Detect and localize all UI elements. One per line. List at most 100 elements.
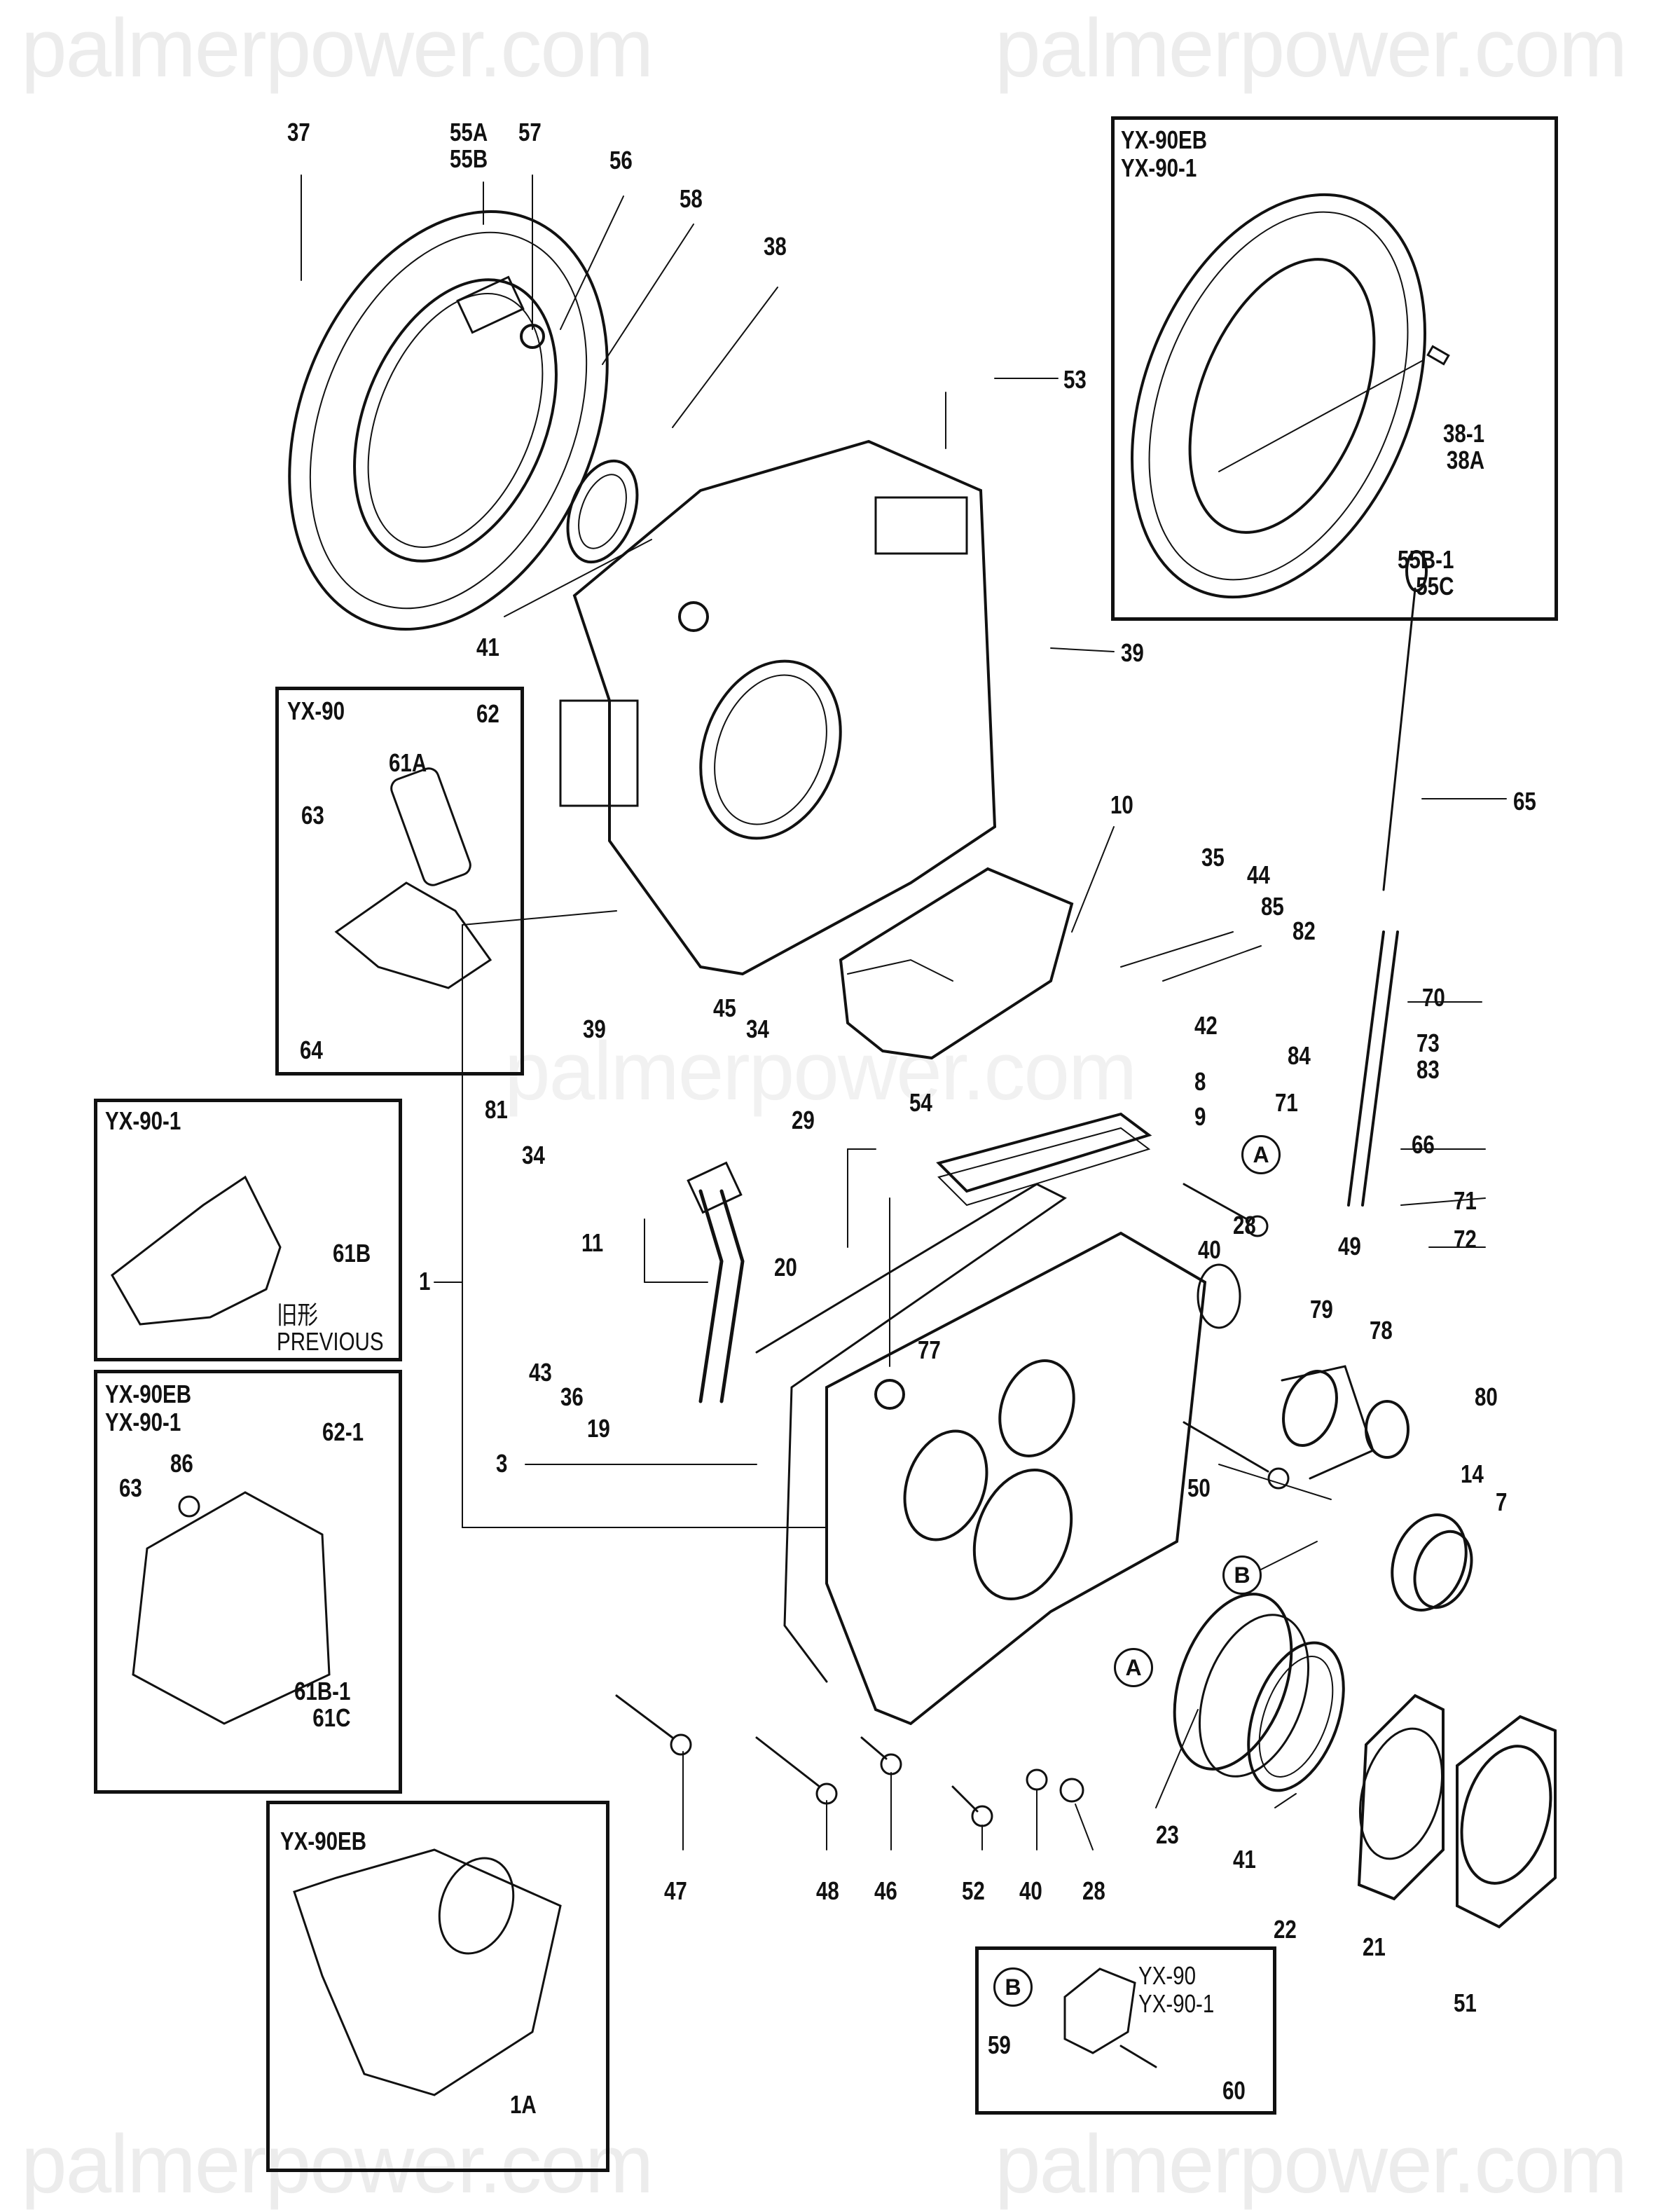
- callout-46: 46: [874, 1876, 897, 1905]
- callout-66: 66: [1412, 1130, 1435, 1159]
- callout-78: 78: [1370, 1316, 1393, 1345]
- callout-36: 36: [560, 1382, 584, 1411]
- callout-41: 41: [476, 633, 499, 661]
- callout-45: 45: [713, 994, 736, 1022]
- callout-35: 35: [1201, 843, 1225, 872]
- callout-80: 80: [1475, 1382, 1498, 1411]
- callout-63: 63: [301, 801, 324, 830]
- callout-49: 49: [1338, 1232, 1361, 1260]
- watermark: palmerpower.com: [21, 2, 654, 95]
- dipstick: [1347, 550, 1428, 1207]
- callout-58: 58: [680, 184, 703, 213]
- callout-38: 38: [764, 232, 787, 261]
- callout-28: 28: [1082, 1876, 1105, 1905]
- callout-23: 23: [1156, 1820, 1179, 1849]
- callout-47: 47: [664, 1876, 687, 1905]
- flywheel-housing-ring-alt: [1131, 193, 1450, 599]
- callout-57: 57: [518, 118, 542, 146]
- callout-1a: 1A: [510, 2090, 537, 2119]
- oil-pan: [839, 867, 1074, 1060]
- inset-model-label: YX-90-1: [105, 1106, 181, 1135]
- callout-22: 22: [1274, 1915, 1297, 1944]
- inset-box-yx901: [94, 1099, 402, 1361]
- callout-61b-1-61c: 61B-1 61C: [294, 1677, 351, 1732]
- output-coupling: [1197, 1263, 1473, 1612]
- reference-marker-a: A: [1114, 1648, 1153, 1687]
- callout-54: 54: [909, 1088, 932, 1117]
- callout-82: 82: [1293, 916, 1316, 945]
- watermark: palmerpower.com: [995, 2, 1627, 95]
- callout-64: 64: [300, 1036, 323, 1064]
- callout-19: 19: [587, 1414, 610, 1443]
- callout-1: 1: [419, 1267, 431, 1296]
- callout-62: 62: [476, 699, 499, 728]
- inset-model-label: YX-90EB YX-90-1: [1121, 125, 1208, 183]
- callout-73-83: 73 83: [1416, 1029, 1440, 1084]
- callout-77: 77: [918, 1335, 941, 1364]
- oil-seal: [566, 459, 639, 564]
- callout-40: 40: [1019, 1876, 1042, 1905]
- callout-71: 71: [1454, 1186, 1477, 1215]
- reference-marker-b: B: [1222, 1555, 1262, 1595]
- inset-box-cover-b: [975, 1946, 1276, 2115]
- callout-29: 29: [792, 1106, 815, 1134]
- inset-model-label: YX-90 YX-90-1: [1138, 1961, 1215, 2019]
- callout-50: 50: [1187, 1473, 1211, 1502]
- inset-box-yx90: [275, 687, 524, 1076]
- oil-pipe: [687, 1161, 745, 1403]
- inset-box-yx90eb-yx901-housing: [1111, 116, 1558, 621]
- callout-21: 21: [1363, 1932, 1386, 1961]
- callout-56: 56: [609, 146, 633, 174]
- callout-8: 8: [1194, 1067, 1206, 1096]
- callout-38-1-38a: 38-1 38A: [1443, 419, 1485, 474]
- previous-note: 旧形 PREVIOUS: [277, 1300, 384, 1356]
- seal-stack: [1173, 1593, 1557, 1929]
- callout-11: 11: [581, 1228, 604, 1257]
- inset-model-label: YX-90EB YX-90-1: [105, 1380, 192, 1437]
- callout-34: 34: [522, 1141, 545, 1169]
- callout-52: 52: [962, 1876, 985, 1905]
- callout-42: 42: [1194, 1011, 1218, 1040]
- inset-model-label: YX-90EB: [280, 1827, 367, 1855]
- inset-drawings: [111, 767, 1157, 2096]
- callout-86: 86: [170, 1449, 193, 1478]
- callout-61a: 61A: [389, 748, 427, 777]
- callout-20: 20: [774, 1253, 797, 1282]
- callout-39: 39: [583, 1015, 606, 1043]
- callout-61b: 61B: [333, 1239, 371, 1268]
- flywheel-housing-ring: [288, 210, 609, 631]
- callout-3: 3: [496, 1449, 508, 1478]
- callout-10: 10: [1110, 790, 1133, 819]
- callout-7: 7: [1496, 1488, 1508, 1516]
- reference-marker-a: A: [1241, 1135, 1281, 1174]
- callout-84: 84: [1288, 1041, 1311, 1070]
- callout-60: 60: [1222, 2076, 1246, 2105]
- callout-41: 41: [1233, 1845, 1256, 1874]
- callout-51: 51: [1454, 1988, 1477, 2017]
- watermark: palmerpower.com: [21, 2118, 654, 2211]
- callout-43: 43: [529, 1358, 552, 1387]
- callout-14: 14: [1461, 1459, 1484, 1488]
- reference-marker-b: B: [993, 1967, 1033, 2007]
- callout-40: 40: [1198, 1235, 1221, 1264]
- callout-39: 39: [1121, 638, 1144, 667]
- bolts: [615, 1183, 1290, 1827]
- cover-plate: [936, 1112, 1152, 1207]
- callout-37: 37: [287, 118, 310, 146]
- callout-85: 85: [1261, 892, 1284, 921]
- callout-62-1: 62-1: [322, 1417, 364, 1446]
- gear-case: [755, 1183, 1207, 1726]
- callout-59: 59: [988, 2031, 1011, 2059]
- inset-box-yx90eb-bracket: [94, 1370, 402, 1794]
- callout-55b-1-55c: 55B-1 55C: [1398, 545, 1454, 600]
- inset-box-yx90eb-case: [266, 1801, 609, 2172]
- callout-34: 34: [746, 1015, 769, 1043]
- transmission-housing: [559, 439, 997, 976]
- callout-72: 72: [1454, 1225, 1477, 1253]
- callout-44: 44: [1247, 860, 1270, 889]
- callout-65: 65: [1513, 787, 1536, 816]
- callout-70: 70: [1422, 983, 1445, 1012]
- leader-lines: [301, 174, 1507, 1850]
- callout-71: 71: [1275, 1088, 1298, 1117]
